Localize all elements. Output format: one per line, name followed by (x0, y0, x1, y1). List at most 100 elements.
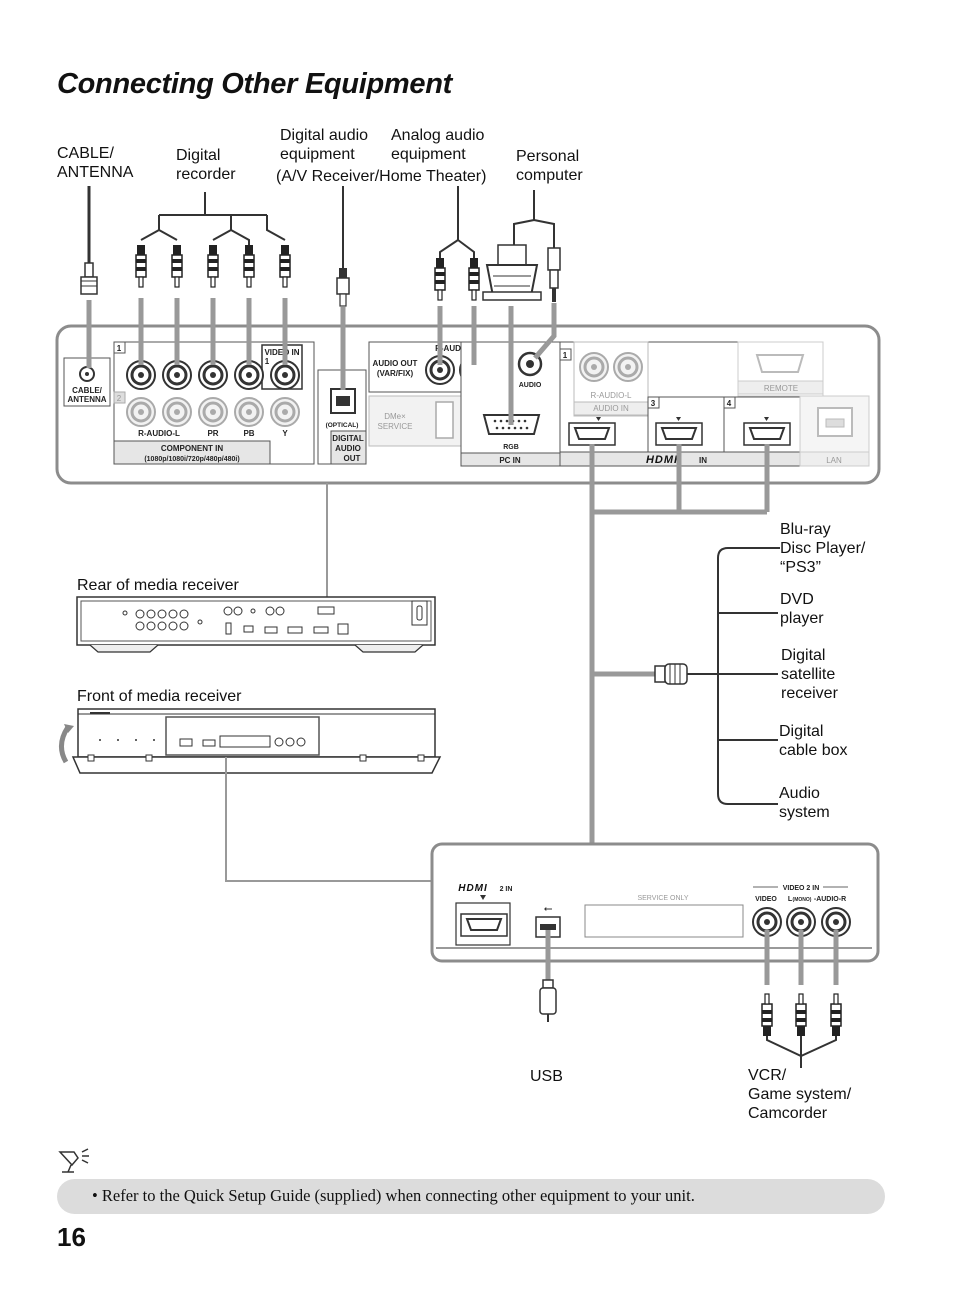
pc-audio-label: AUDIO (519, 382, 542, 389)
usb-plug (539, 979, 557, 1022)
lan-port[interactable]: LAN (799, 395, 870, 467)
remote-port[interactable]: REMOTE (737, 341, 824, 397)
video-in-num: 1 (265, 357, 270, 366)
note-bar (57, 1179, 885, 1214)
label-digital-audio: Digital audio equipment (280, 127, 369, 163)
cable-jack-label-2: ANTENNA (67, 395, 106, 404)
label-cable-antenna: CABLE/ ANTENNA (57, 145, 134, 181)
plug-vcr-video (761, 993, 773, 1037)
dmex-service-port[interactable] (435, 401, 454, 439)
audio-out-label-2: (VAR/FIX) (377, 369, 414, 378)
component2-jack-pb[interactable] (233, 396, 265, 428)
component-res-label: (1080p/1080i/720p/480p/480i) (144, 456, 239, 463)
usb-icon: ⭠ (544, 902, 553, 915)
audio-out-r-audio-l: R-AUDIO-L (435, 344, 477, 353)
rear-media-receiver (76, 596, 436, 653)
hint-lamp-icon (58, 1148, 89, 1173)
plug-audio-r (434, 257, 446, 301)
component2-jack-l[interactable] (161, 396, 193, 428)
label-personal-computer: Personal computer (516, 148, 583, 184)
component-jack-l[interactable] (161, 359, 193, 391)
label-audio-system: Audio system (779, 785, 830, 821)
label-bluray: Blu-ray Disc Player/ “PS3” (780, 521, 866, 576)
page-title: Connecting Other Equipment (57, 68, 452, 100)
cable-antenna-plug (80, 186, 98, 295)
hdmi-port-3[interactable] (655, 422, 703, 446)
label-front-receiver: Front of media receiver (77, 688, 242, 705)
component-r-audio-l: R-AUDIO-L (138, 429, 180, 438)
cable-jack-label-1: CABLE/ (72, 386, 103, 395)
component2-jack-pr[interactable] (197, 396, 229, 428)
plug-audio-l (468, 257, 480, 301)
video-in-label: VIDEO IN (264, 348, 299, 357)
plug-recorder-r (135, 244, 147, 288)
component-pr: PR (207, 429, 218, 438)
component-pb: PB (243, 429, 254, 438)
front-hdmi-2in: 2 IN (500, 886, 513, 893)
pc-connectors (482, 190, 561, 302)
component-jack-r[interactable] (125, 359, 157, 391)
label-usb: USB (530, 1068, 563, 1085)
plug-recorder-pb (243, 244, 255, 288)
component-num-1: 1 (117, 344, 122, 353)
video-2-in-label: VIDEO 2 IN (783, 885, 820, 892)
hdmi-port-1[interactable] (568, 422, 616, 446)
hdmi-r-audio-l: R-AUDIO-L (591, 391, 632, 400)
analog-audio-bracket (439, 186, 475, 258)
hdmi-audio-jack-l[interactable] (612, 351, 644, 383)
dmex-label-1: DMe× (384, 412, 406, 421)
label-vcr: VCR/ Game system/ Camcorder (748, 1067, 852, 1122)
label-rear-receiver: Rear of media receiver (77, 577, 239, 594)
component-jack-y[interactable] (269, 359, 301, 391)
hdmi-port-4[interactable] (743, 422, 791, 446)
hdmi-logo: HDMI (646, 454, 678, 466)
rgb-label: RGB (503, 444, 519, 451)
front-l-label: L (788, 896, 793, 903)
page-number: 16 (57, 1222, 86, 1252)
hdmi-in-label: IN (699, 456, 707, 465)
vcr-bracket (766, 1036, 837, 1068)
component-jack-pb[interactable] (233, 359, 265, 391)
front-video-label: VIDEO (755, 896, 777, 903)
label-digital-recorder: Digital recorder (176, 147, 236, 183)
component2-jack-r[interactable] (125, 396, 157, 428)
label-satellite: Digital satellite receiver (781, 647, 838, 702)
component-y: Y (282, 429, 288, 438)
component-jack-pr[interactable] (197, 359, 229, 391)
front-hdmi-logo: HDMI (458, 883, 488, 894)
digital-recorder-bracket (140, 192, 286, 245)
digital-audio-out-l1: DIGITAL (332, 434, 364, 443)
front-media-receiver (59, 708, 442, 774)
plug-vcr-audio-l (795, 993, 807, 1037)
audio-out-label-1: AUDIO OUT (373, 359, 418, 368)
hdmi-plug (654, 663, 718, 685)
hdmi-audio-jack-r[interactable] (578, 351, 610, 383)
digital-audio-out-l2: AUDIO (335, 444, 361, 453)
pc-in-label: PC IN (499, 456, 521, 465)
front-hdmi-port[interactable] (460, 913, 508, 937)
label-av-receiver: (A/V Receiver/Home Theater) (276, 168, 487, 185)
component-section: 1 2 VIDEO IN 1 R-AUDIO-L PR PB Y COMPONE… (113, 341, 315, 465)
hdmi-num-3: 3 (651, 399, 656, 408)
label-dvd: DVD player (780, 591, 824, 627)
plug-recorder-l (171, 244, 183, 288)
hdmi-device-bracket (717, 547, 780, 805)
optical-plug (336, 186, 350, 307)
front-audio-r-label: -AUDIO-R (814, 896, 846, 903)
label-analog-audio: Analog audio equipment (391, 127, 485, 163)
component-num-2: 2 (117, 394, 122, 403)
plug-vcr-audio-r (830, 993, 842, 1037)
front-panel: HDMI 2 IN ⭠ SERVICE ONLY VIDEO 2 IN VIDE… (430, 842, 880, 963)
label-cable-box: Digital cable box (779, 723, 848, 759)
plug-recorder-y (279, 244, 291, 288)
hdmi-audio-in: AUDIO IN (593, 404, 629, 413)
component2-jack-y[interactable] (269, 396, 301, 428)
dmex-label-2: SERVICE (378, 422, 413, 431)
hdmi-num-1: 1 (563, 351, 568, 360)
remote-label: REMOTE (764, 384, 798, 393)
lan-label: LAN (826, 456, 842, 465)
service-only-label: SERVICE ONLY (637, 895, 688, 902)
component-in-label: COMPONENT IN (161, 444, 223, 453)
digital-audio-out-l3: OUT (344, 454, 361, 463)
